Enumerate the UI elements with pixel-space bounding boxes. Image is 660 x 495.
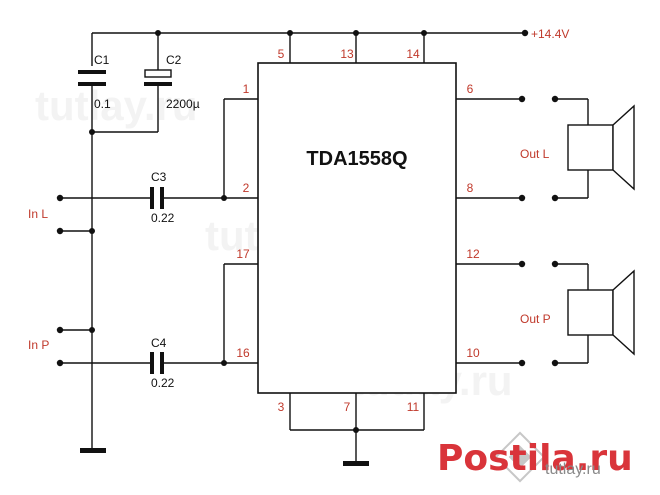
input-left: In L C3 0.22 — [28, 170, 258, 235]
pin-2-label: 2 — [243, 181, 250, 195]
pin-1-label: 1 — [243, 82, 250, 96]
capacitor-c1: C1 0.1 — [78, 53, 111, 132]
pin-17-label: 17 — [236, 247, 250, 261]
output-left-terminal-1 — [518, 95, 526, 103]
watermark-text-1: tutlay.ru — [35, 82, 198, 129]
c2-value: 2200µ — [166, 97, 200, 111]
c1-reference: C1 — [94, 53, 110, 67]
pin-13-label: 13 — [340, 47, 354, 61]
pin-7-label: 7 — [344, 400, 351, 414]
capacitor-c2: C2 2200µ — [144, 53, 200, 132]
c2-reference: C2 — [166, 53, 182, 67]
output-left-terminal-2 — [518, 194, 526, 202]
c1-value: 0.1 — [94, 97, 111, 111]
junction-dot — [421, 30, 427, 36]
c3-reference: C3 — [151, 170, 167, 184]
output-left: Out L — [456, 95, 635, 202]
output-right-terminal-1 — [518, 260, 526, 268]
output-right: Out P — [456, 260, 635, 367]
postila-logo-subtext: tutlay.ru — [545, 461, 601, 478]
speaker-right-icon — [567, 269, 635, 356]
c4-value: 0.22 — [151, 376, 175, 390]
pin-6-label: 6 — [467, 82, 474, 96]
input-pin-links — [221, 98, 258, 366]
junction-dot — [221, 360, 227, 366]
ground-symbol — [343, 461, 369, 466]
pin-10-label: 10 — [466, 346, 480, 360]
input-right-label: In P — [28, 338, 49, 352]
output-right-label: Out P — [520, 312, 551, 326]
output-right-terminal-2 — [518, 359, 526, 367]
chip-logo-icon — [494, 431, 546, 483]
pin-16-label: 16 — [236, 346, 250, 360]
chip-name: TDA1558Q — [306, 148, 407, 170]
pin-14-label: 14 — [406, 47, 420, 61]
junction-dot — [287, 30, 293, 36]
postila-logo-text: Postila.ru — [437, 438, 633, 479]
pin-3-label: 3 — [278, 400, 285, 414]
chip-ground — [289, 393, 425, 466]
ground-symbol — [80, 448, 106, 453]
speaker-left-icon — [567, 104, 635, 191]
supply-voltage-label: +14.4V — [531, 27, 569, 41]
supply-rail: +14.4V — [91, 27, 569, 70]
c3-value: 0.22 — [151, 211, 175, 225]
input-left-label: In L — [28, 207, 48, 221]
output-left-label: Out L — [520, 147, 550, 161]
ground-bus — [80, 129, 158, 453]
junction-dot — [89, 129, 95, 135]
amplifier-chip: TDA1558Q 1 2 17 16 5 13 14 6 8 12 10 3 7… — [236, 47, 480, 414]
junction-dot — [353, 30, 359, 36]
pin-8-label: 8 — [467, 181, 474, 195]
chip-body — [257, 62, 457, 394]
supply-terminal — [521, 29, 529, 37]
junction-dot — [155, 30, 161, 36]
junction-dot — [221, 195, 227, 201]
c4-reference: C4 — [151, 336, 167, 350]
postila-logo-watermark: Postila.ru tutlay.ru — [437, 431, 633, 483]
pin-5-label: 5 — [278, 47, 285, 61]
pin-12-label: 12 — [466, 247, 480, 261]
input-right: In P C4 0.22 — [28, 326, 258, 390]
pin-11-label: 11 — [407, 400, 420, 414]
